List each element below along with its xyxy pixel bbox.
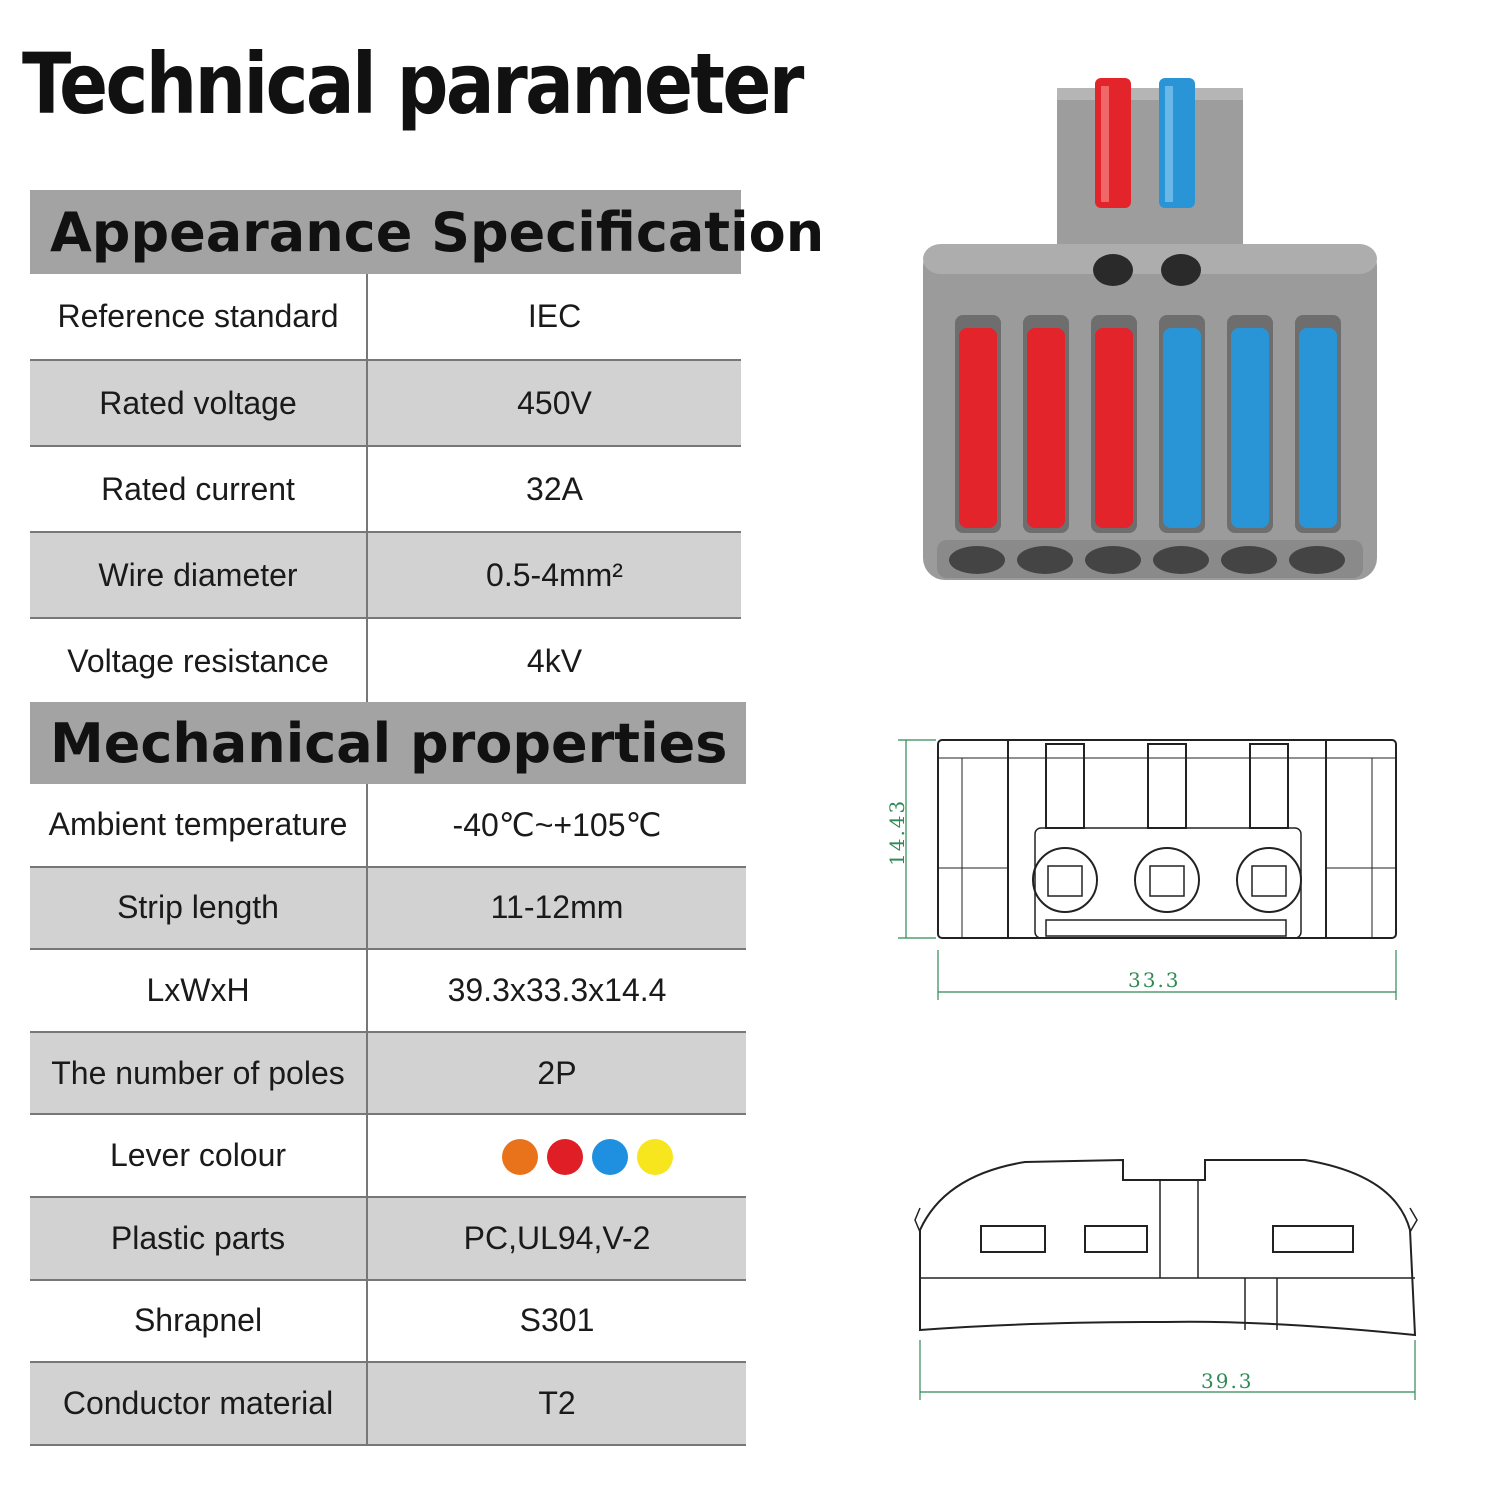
mechanical-section-header: Mechanical properties xyxy=(30,702,746,784)
table-row: Plastic parts PC,UL94,V-2 xyxy=(30,1196,746,1281)
appearance-spec-table: Reference standard IEC Rated voltage 450… xyxy=(30,274,741,705)
table-row: Strip length 11-12mm xyxy=(30,866,746,951)
yellow-swatch xyxy=(636,1138,673,1175)
spec-value: T2 xyxy=(367,1362,746,1446)
spec-label: The number of poles xyxy=(30,1031,368,1116)
input-lever-red xyxy=(1095,78,1131,208)
side-view-drawing: 39.3 xyxy=(914,1158,1418,1400)
table-row: Voltage resistance 4kV xyxy=(30,618,741,705)
table-row: Ambient temperature -40℃~+105℃ xyxy=(30,784,746,868)
spec-label: Voltage resistance xyxy=(30,618,368,705)
orange-swatch xyxy=(501,1138,538,1175)
table-row: Conductor material T2 xyxy=(30,1362,746,1446)
spec-value: 2P xyxy=(367,1031,746,1116)
spec-label: Conductor material xyxy=(30,1362,368,1446)
table-row: Rated voltage 450V xyxy=(30,360,741,447)
spec-label: Lever colour xyxy=(30,1114,368,1198)
spec-label: Wire diameter xyxy=(30,532,368,619)
lever-colour-swatches xyxy=(501,1138,673,1175)
spec-value: 0.5-4mm² xyxy=(367,532,741,619)
spec-value: 39.3x33.3x14.4 xyxy=(367,949,746,1033)
spec-label: Rated voltage xyxy=(30,360,368,447)
table-row: Lever colour xyxy=(30,1114,746,1198)
blue-swatch xyxy=(591,1138,628,1175)
height-dimension-label: 14.43 xyxy=(885,799,909,866)
spec-label: Rated current xyxy=(30,446,368,533)
spec-label: Reference standard xyxy=(30,274,368,361)
spec-value: 450V xyxy=(367,360,741,447)
table-row: Shrapnel S301 xyxy=(30,1279,746,1364)
table-row: The number of poles 2P xyxy=(30,1031,746,1116)
spec-label: Shrapnel xyxy=(30,1279,368,1364)
spec-label: Ambient temperature xyxy=(30,784,368,868)
spec-value xyxy=(367,1114,746,1198)
output-levers xyxy=(955,315,1341,533)
width-dimension-label: 33.3 xyxy=(1128,968,1181,992)
table-row: LxWxH 39.3x33.3x14.4 xyxy=(30,949,746,1033)
spec-value: PC,UL94,V-2 xyxy=(367,1196,746,1281)
red-swatch xyxy=(546,1138,583,1175)
spec-label: Plastic parts xyxy=(30,1196,368,1281)
spec-label: LxWxH xyxy=(30,949,368,1033)
spec-label: Strip length xyxy=(30,866,368,951)
page-title: Technical parameter xyxy=(22,35,804,133)
spec-value: 4kV xyxy=(367,618,741,705)
input-lever-blue xyxy=(1159,78,1195,208)
table-row: Reference standard IEC xyxy=(30,274,741,361)
mechanical-spec-table: Ambient temperature -40℃~+105℃ Strip len… xyxy=(30,784,746,1446)
length-dimension-label: 39.3 xyxy=(1201,1369,1254,1393)
spec-value: -40℃~+105℃ xyxy=(367,784,746,868)
top-view-drawing: 14.43 33.3 xyxy=(885,739,1397,1000)
table-row: Wire diameter 0.5-4mm² xyxy=(30,532,741,619)
connector-product-image xyxy=(923,78,1377,580)
spec-value: 11-12mm xyxy=(367,866,746,951)
spec-value: S301 xyxy=(367,1279,746,1364)
appearance-section-header: Appearance Specification xyxy=(30,190,824,274)
spec-value: IEC xyxy=(367,274,741,361)
spec-value: 32A xyxy=(367,446,741,533)
table-row: Rated current 32A xyxy=(30,446,741,533)
